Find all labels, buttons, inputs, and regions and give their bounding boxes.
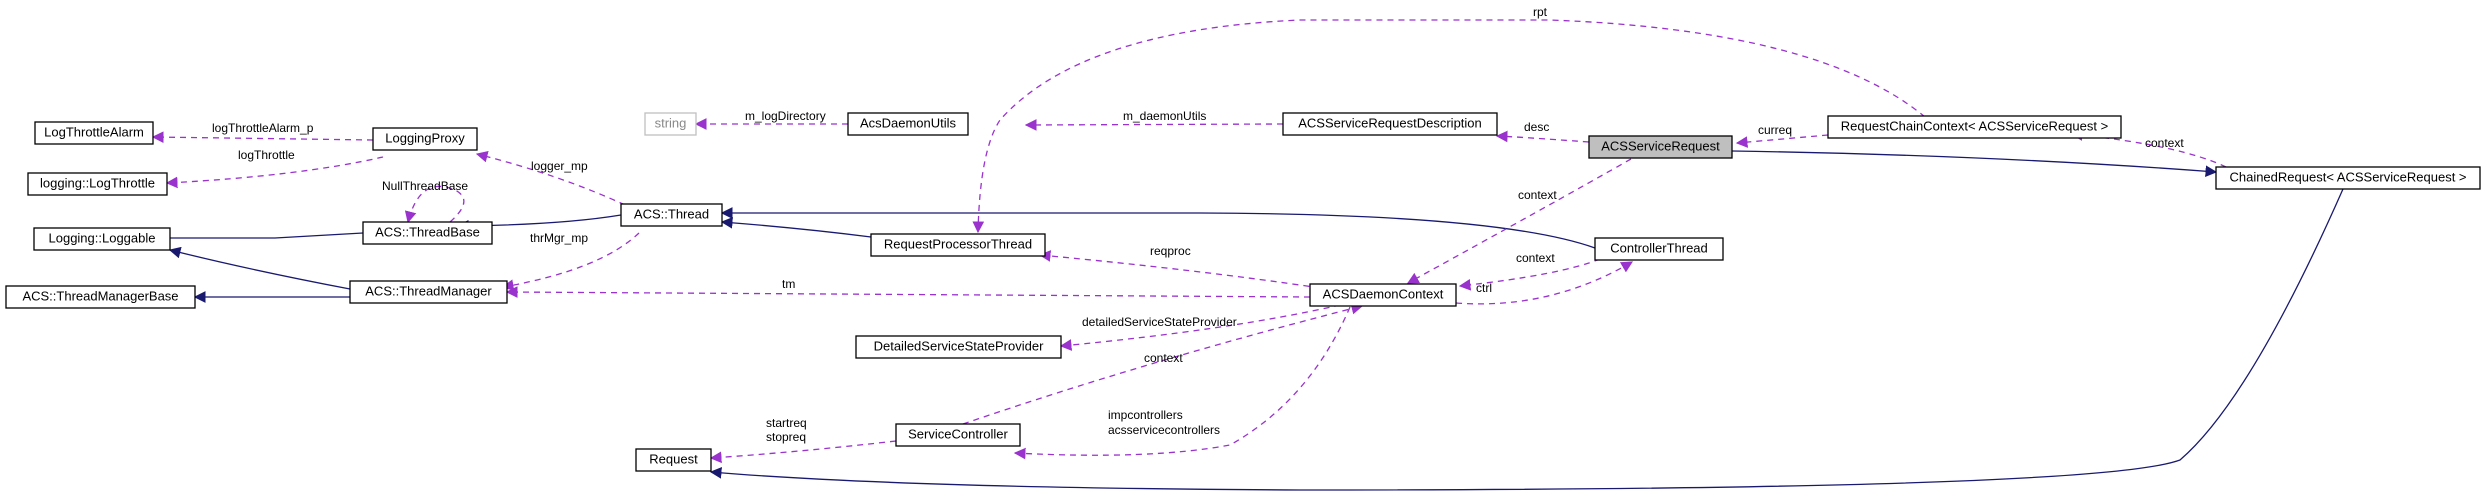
label-detailed-service-state-provider: detailedServiceStateProvider [1082,315,1237,329]
edge-controllerthread-thread [720,207,1596,249]
label-logger-mp: logger_mp [531,159,588,173]
label-stopreq: stopreq [766,430,806,444]
svg-text:Logging::Loggable: Logging::Loggable [49,230,156,245]
node-acs-daemon-utils: AcsDaemonUtils [847,112,969,136]
edge-acsservicerequest-acsdaemoncontext [1406,158,1632,284]
node-controller-thread: ControllerThread [1594,237,1724,261]
edge-servicecontroller-acsdaemoncontext [962,302,1364,425]
svg-text:RequestChainContext< ACSServic: RequestChainContext< ACSServiceRequest > [1841,118,2108,133]
edge-acsservicerequest-acsservicerequestdescription [1495,130,1590,143]
edge-threadbase-self [404,185,465,224]
edge-requestprocessorthread-thread [720,216,872,238]
svg-text:LogThrottleAlarm: LogThrottleAlarm [44,124,144,139]
edge-acsservicerequestdescription-acsdaemonutils [1024,119,1284,131]
node-acs-thread-manager: ACS::ThreadManager [349,280,508,304]
label-desc: desc [1524,120,1549,134]
edge-acsdaemoncontext-requestprocessorthread [1038,250,1321,289]
svg-text:LoggingProxy: LoggingProxy [385,130,465,145]
svg-text:ACSServiceRequest: ACSServiceRequest [1601,138,1720,153]
label-context-chain: context [2145,136,2184,150]
label-rpt: rpt [1533,5,1548,19]
svg-text:logging::LogThrottle: logging::LogThrottle [40,175,155,190]
label-ctrl: ctrl [1476,281,1492,295]
svg-text:ACS::ThreadManagerBase: ACS::ThreadManagerBase [22,288,178,303]
label-m-daemon-utils: m_daemonUtils [1123,109,1206,123]
label-reqproc: reqproc [1150,244,1191,258]
node-log-throttle-alarm: LogThrottleAlarm [34,121,154,145]
svg-text:string: string [655,115,687,130]
edge-servicecontroller-request [709,440,897,464]
svg-text:ControllerThread: ControllerThread [1610,240,1708,255]
node-acs-thread: ACS::Thread [620,203,723,227]
edge-controllerthread-acsdaemoncontext [1458,258,1601,291]
label-log-throttle: logThrottle [238,148,295,162]
node-request: Request [635,448,712,472]
node-detailed-service-state-provider: DetailedServiceStateProvider [855,335,1062,359]
label-tm: tm [782,277,795,291]
edge-thread-loggingproxy [475,150,626,206]
svg-text:RequestProcessorThread: RequestProcessorThread [884,236,1032,251]
label-impcontrollers: impcontrollers [1108,408,1183,422]
node-string: string [644,112,697,136]
label-thr-mgr-mp: thrMgr_mp [530,231,588,245]
node-acs-service-request-description: ACSServiceRequestDescription [1282,112,1498,136]
label-curreq: curreq [1758,123,1792,137]
svg-text:ACS::ThreadBase: ACS::ThreadBase [375,224,480,239]
edge-loggingproxy-logthrottlealarm [151,131,374,143]
node-logging-loggable: Logging::Loggable [33,227,171,251]
edge-acsdaemoncontext-controllerthread [1455,261,1634,305]
label-context-service-controller: context [1144,351,1183,365]
edge-acsdaemoncontext-threadmanager [505,286,1311,298]
label-acsservicecontrollers: acsservicecontrollers [1108,423,1220,437]
node-logging-proxy: LoggingProxy [372,127,478,151]
svg-text:ACS::ThreadManager: ACS::ThreadManager [365,283,492,298]
edge-threadmanager-loggable [168,246,351,290]
edge-requestchaincontext-requestprocessorthread [972,19,1926,234]
label-startreq: startreq [766,416,807,430]
node-chained-request: ChainedRequest< ACSServiceRequest > [2215,166,2481,190]
edge-chainedrequest-request [709,188,2344,491]
svg-text:Request: Request [649,451,698,466]
edge-requestchaincontext-acsservicerequest [1735,134,1829,148]
node-request-chain-context: RequestChainContext< ACSServiceRequest > [1827,115,2122,139]
svg-text:ACSDaemonContext: ACSDaemonContext [1323,286,1444,301]
edge-acsservicerequest-chainedrequest [1731,150,2218,178]
svg-text:AcsDaemonUtils: AcsDaemonUtils [860,115,957,130]
svg-text:ServiceController: ServiceController [908,426,1008,441]
node-logging-log-throttle: logging::LogThrottle [27,172,168,196]
node-service-controller: ServiceController [895,423,1021,447]
svg-text:ACSServiceRequestDescription: ACSServiceRequestDescription [1298,115,1482,130]
label-log-throttle-alarm-p: logThrottleAlarm_p [212,121,314,135]
svg-text:ACS::Thread: ACS::Thread [634,206,709,221]
edge-thread-threadmanager [501,232,640,291]
label-context-controller: context [1516,251,1555,265]
edge-acsdaemoncontext-detailedservicestateprovider [1059,304,1341,351]
label-null-thread-base: NullThreadBase [382,179,468,193]
label-m-log-directory: m_logDirectory [745,109,826,123]
svg-text:DetailedServiceStateProvider: DetailedServiceStateProvider [874,338,1044,353]
node-request-processor-thread: RequestProcessorThread [870,233,1046,257]
node-acs-thread-manager-base: ACS::ThreadManagerBase [5,285,196,309]
node-acs-daemon-context: ACSDaemonContext [1309,283,1457,307]
node-acs-service-request: ACSServiceRequest [1588,135,1733,159]
node-acs-thread-base: ACS::ThreadBase [362,221,493,245]
svg-text:ChainedRequest< ACSServiceRequ: ChainedRequest< ACSServiceRequest > [2229,169,2466,184]
label-context-request: context [1518,188,1557,202]
